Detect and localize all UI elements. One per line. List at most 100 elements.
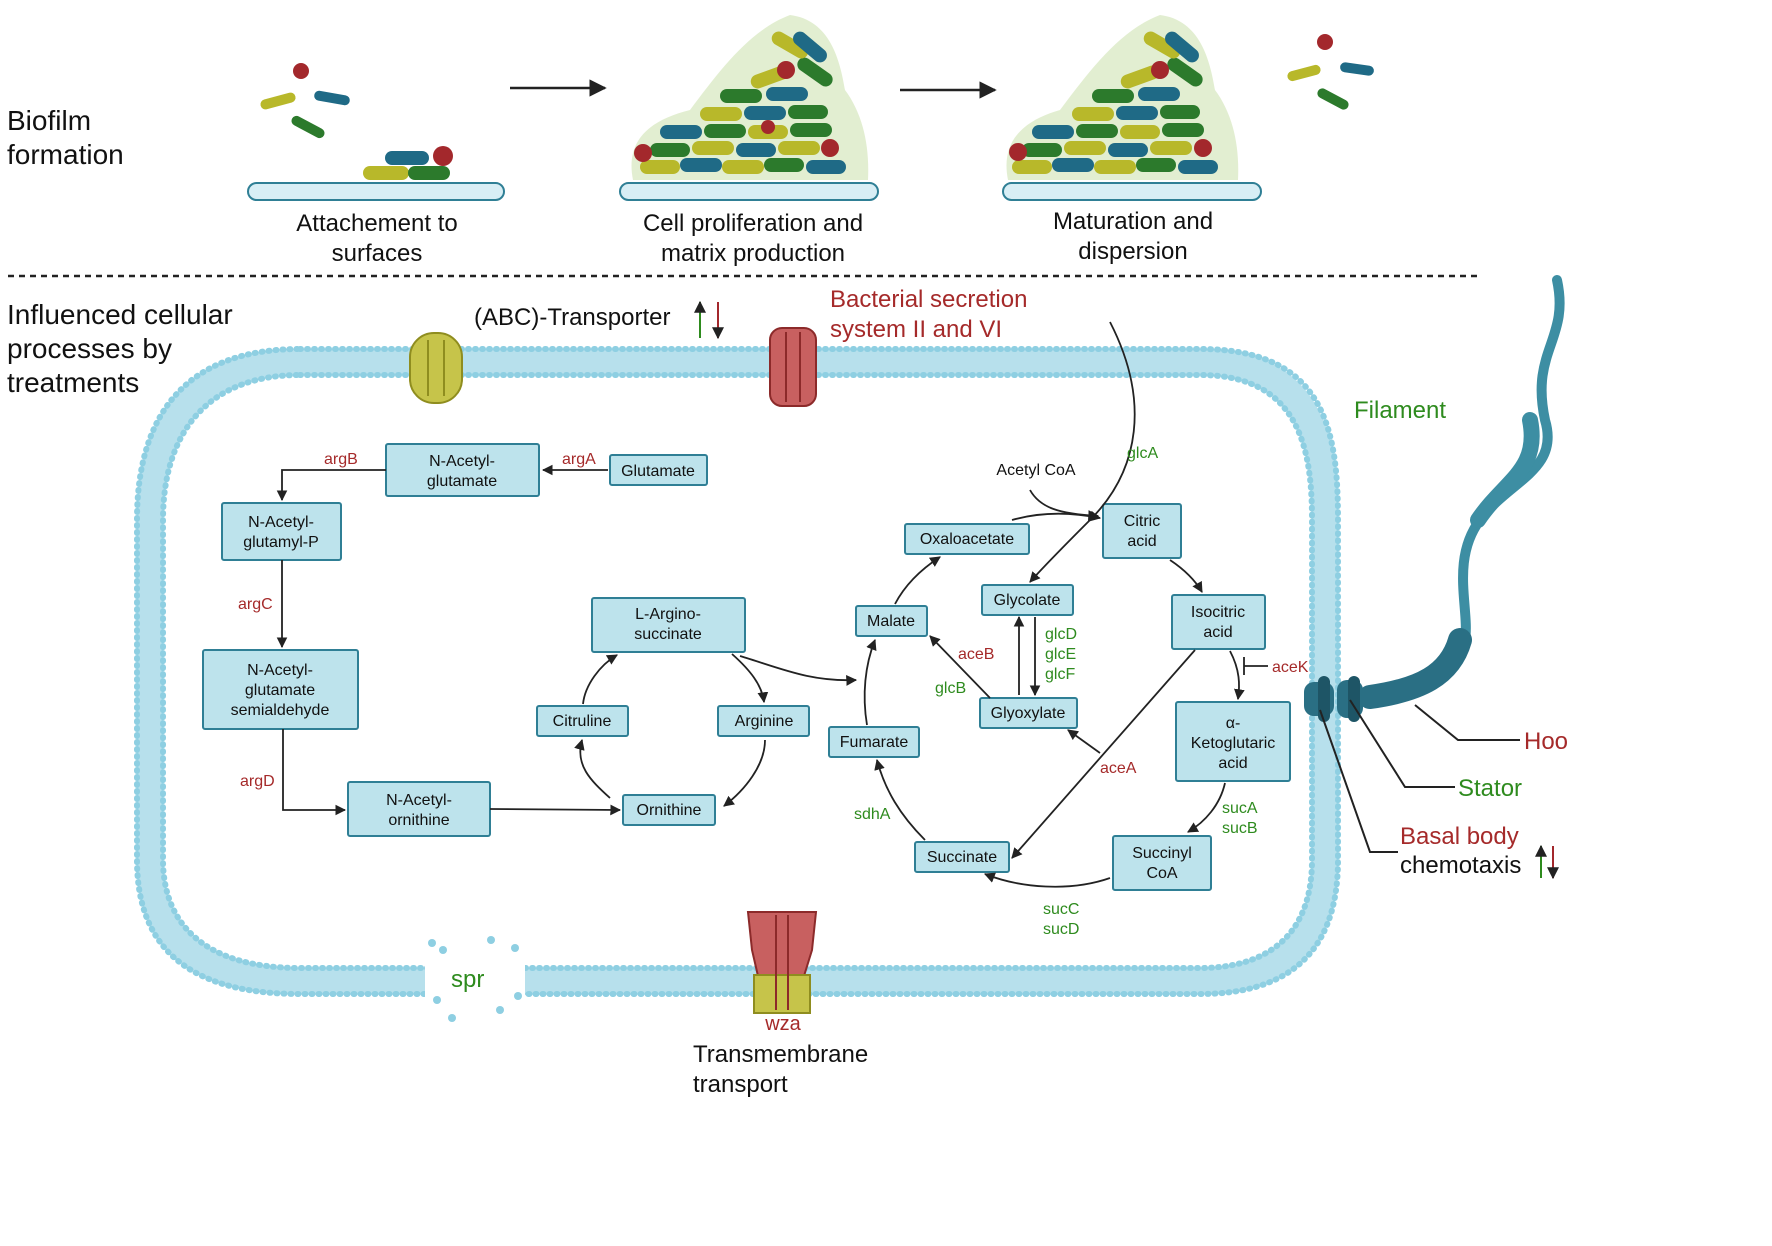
metabolite-citruline: Citruline xyxy=(553,713,612,730)
metabolite-isocitric-acid-2: acid xyxy=(1203,624,1232,641)
diagram-canvas: Biofilm formation Attachement to surface… xyxy=(7,15,1567,1098)
arrow-glyoxylate-to-malate xyxy=(929,635,991,699)
metabolite-n-acetyl-glutamyl-p-1: N-Acetyl- xyxy=(248,514,314,531)
chemotaxis-label: chemotaxis xyxy=(1400,852,1521,879)
box-malate xyxy=(855,605,928,637)
influenced-label-line1: Influenced cellular xyxy=(7,299,233,330)
gene-sucb: sucB xyxy=(1222,820,1258,837)
arrow-isocitric-to-ketoglutaric xyxy=(1229,650,1245,701)
arrow-glca xyxy=(1029,321,1136,583)
stage2-caption-line1: Cell proliferation and xyxy=(643,210,863,237)
arrow-malate-to-oxaloacetate xyxy=(894,556,941,605)
gene-succ: sucC xyxy=(1043,901,1079,918)
metabolite-succinate: Succinate xyxy=(927,849,997,866)
gene-acek: aceK xyxy=(1272,659,1309,676)
metabolite-malate: Malate xyxy=(867,613,915,630)
flagellum xyxy=(1304,275,1565,722)
gene-spr: spr xyxy=(451,966,484,993)
gene-glcf: glcF xyxy=(1045,666,1075,683)
metabolite-arginine: Arginine xyxy=(735,713,794,730)
metabolite-glutamate: Glutamate xyxy=(621,463,695,480)
box-n-acetyl-glutamate-semialdehyde xyxy=(202,649,359,730)
stator-leader-line xyxy=(1349,699,1455,788)
box-isocitric-acid xyxy=(1171,594,1266,650)
transmembrane-label-line2: transport xyxy=(693,1071,788,1098)
gene-sdha: sdhA xyxy=(854,806,891,823)
stage1-caption-line1: Attachement to xyxy=(296,210,457,237)
box-n-acetyl-glutamyl-p xyxy=(221,502,342,561)
metabolite-n-acetyl-ornithine-1: N-Acetyl- xyxy=(386,792,452,809)
box-l-argino-succinate xyxy=(591,597,746,653)
box-glyoxylate xyxy=(979,697,1078,729)
hook-label: Hook xyxy=(1524,728,1567,755)
secretion-label-line2: system II and VI xyxy=(830,316,1002,343)
metabolite-l-argino-succinate-2: succinate xyxy=(634,626,702,643)
wza-transporter-channel xyxy=(746,911,818,1014)
box-arginine xyxy=(717,705,810,737)
box-succinate xyxy=(914,841,1010,873)
stage1-illustration xyxy=(247,63,505,201)
box-citruline xyxy=(536,705,629,737)
metabolite-succinyl-coa-2: CoA xyxy=(1146,865,1177,882)
biofilm-label-line1: Biofilm xyxy=(7,105,91,136)
hook-leader-line xyxy=(1414,704,1520,741)
stage3-illustration xyxy=(1002,15,1374,201)
basal-body-leader-line xyxy=(1319,709,1398,853)
stage3-caption-line1: Maturation and xyxy=(1053,208,1213,235)
box-oxaloacetate xyxy=(904,523,1030,555)
stage2-illustration xyxy=(619,15,879,201)
arrow-to-ornithine-2 xyxy=(723,739,766,807)
gene-wza: wza xyxy=(764,1013,801,1035)
transmembrane-label-line1: Transmembrane xyxy=(693,1041,868,1068)
metabolite-oxaloacetate: Oxaloacetate xyxy=(920,531,1014,548)
metabolite-glyoxylate: Glyoxylate xyxy=(991,705,1066,722)
metabolite-ornithine: Ornithine xyxy=(637,802,702,819)
abc-transporter-channel xyxy=(409,332,463,404)
metabolite-n-acetyl-glutamate-2: glutamate xyxy=(427,473,497,490)
arrow-to-l-argino-succinate xyxy=(582,654,618,705)
box-ornithine xyxy=(622,794,716,826)
metabolite-isocitric-acid-1: Isocitric xyxy=(1191,604,1245,621)
arrow-argb xyxy=(276,469,386,502)
box-fumarate xyxy=(828,726,920,758)
gene-sucd: sucD xyxy=(1043,921,1079,938)
metabolite-citric-acid-2: acid xyxy=(1127,533,1156,550)
metabolite-n-acetyl-glutamate-1: N-Acetyl- xyxy=(429,453,495,470)
box-succinyl-coa xyxy=(1112,835,1212,891)
metabolite-ketoglutaric-3: acid xyxy=(1218,755,1247,772)
arrow-acetyl-coa xyxy=(1029,489,1100,521)
metabolite-acetyl-coa: Acetyl CoA xyxy=(996,462,1075,479)
gene-argd: argD xyxy=(240,773,275,790)
metabolite-nag-semialdehyde-1: N-Acetyl- xyxy=(247,662,313,679)
arrow-to-citruline xyxy=(574,738,611,799)
secretion-system-channel xyxy=(769,327,817,407)
filament-label: Filament xyxy=(1354,397,1446,424)
abc-transporter-label: (ABC)-Transporter xyxy=(474,304,670,331)
arrow-to-malate-loop xyxy=(739,655,858,686)
arrow-oxaloacetate-to-citric xyxy=(1011,510,1102,522)
metabolite-nag-semialdehyde-2: glutamate xyxy=(245,682,315,699)
gene-acea: aceA xyxy=(1100,760,1137,777)
metabolite-l-argino-succinate-1: L-Argino- xyxy=(635,606,701,623)
arrow-citric-to-isocitric xyxy=(1169,559,1203,593)
gene-arga: argA xyxy=(562,451,596,468)
influenced-label-line3: treatments xyxy=(7,367,139,398)
cell-membrane xyxy=(134,346,1341,1022)
metabolite-n-acetyl-glutamyl-p-2: glutamyl-P xyxy=(243,534,319,551)
arrow-isocitric-to-succinate xyxy=(1011,649,1196,859)
gene-argb: argB xyxy=(324,451,358,468)
gene-argc: argC xyxy=(238,596,273,613)
gene-glce: glcE xyxy=(1045,646,1076,663)
arrow-fumarate-to-malate xyxy=(863,638,877,726)
metabolite-fumarate: Fumarate xyxy=(840,734,909,751)
metabolite-citric-acid-1: Citric xyxy=(1124,513,1160,530)
box-glutamate xyxy=(609,454,708,486)
arrow-ketoglutaric-to-succinyl xyxy=(1187,782,1226,833)
stator-label: Stator xyxy=(1458,775,1522,802)
box-ketoglutaric-acid xyxy=(1175,701,1291,782)
arrow-succinyl-to-succinate xyxy=(983,872,1111,888)
gene-suca: sucA xyxy=(1222,800,1258,817)
secretion-label-line1: Bacterial secretion xyxy=(830,286,1027,313)
metabolite-n-acetyl-ornithine-2: ornithine xyxy=(388,812,449,829)
box-citric-acid xyxy=(1102,503,1182,559)
